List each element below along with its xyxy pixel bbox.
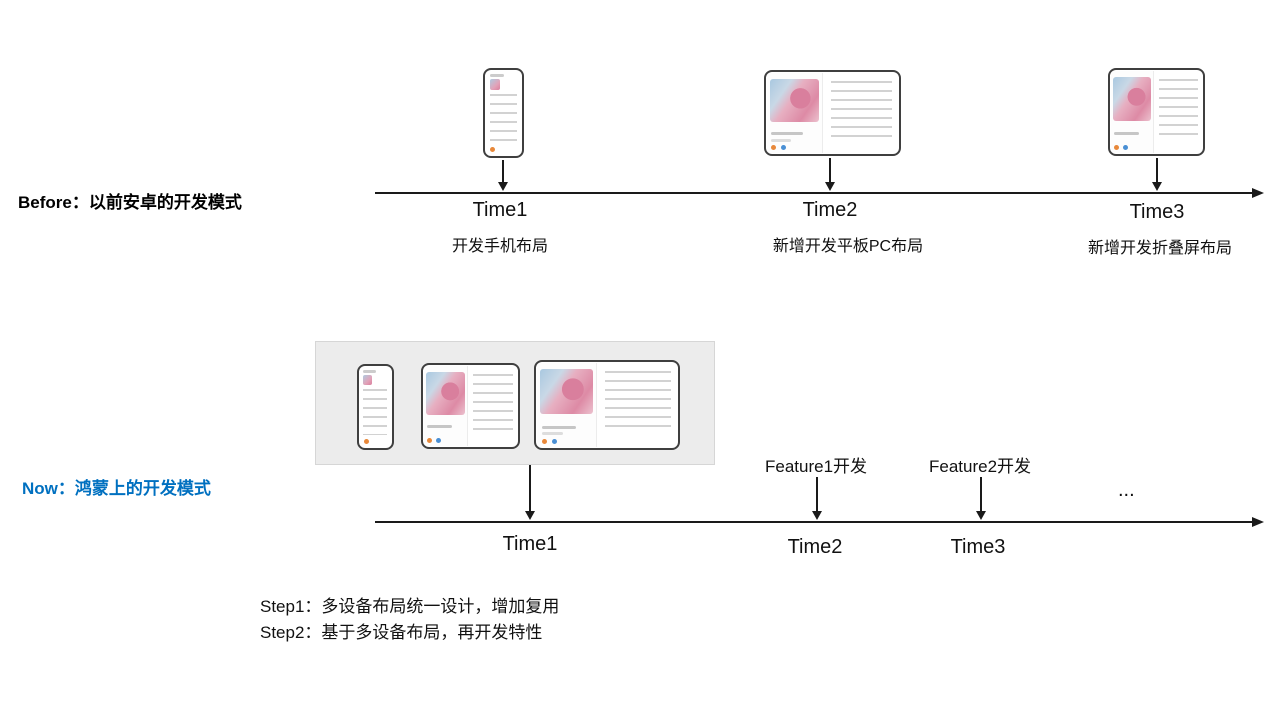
caption-line — [541, 425, 576, 429]
blue-dot-icon — [781, 144, 787, 150]
note-list-lines — [472, 374, 514, 434]
tablet-preview-pane — [767, 73, 823, 153]
arrow-panel-to-time1 — [525, 465, 535, 520]
flower-image — [1113, 76, 1151, 121]
before-tablet-mockup — [764, 70, 901, 156]
note-list-lines — [1158, 79, 1199, 140]
arrow-foldable-to-time3 — [1152, 158, 1162, 191]
now-phone-mockup — [357, 364, 394, 450]
blue-dot-icon — [435, 437, 441, 443]
note-list-lines — [604, 371, 671, 434]
before-desc-3: 新增开发折叠屏布局 — [1087, 240, 1233, 257]
before-foldable-mockup — [1108, 68, 1205, 156]
orange-dot-icon — [490, 146, 496, 152]
caption-line-2 — [541, 432, 563, 436]
foldable-list-pane — [1152, 71, 1202, 153]
orange-dot-icon — [541, 438, 547, 444]
blue-dot-icon — [552, 438, 558, 444]
now-timeline — [375, 517, 1264, 527]
caption-line — [427, 425, 453, 429]
phone-titlebar — [489, 74, 505, 78]
before-time3-label: Time3 — [1129, 201, 1185, 223]
phone-note-thumbnail — [363, 375, 373, 386]
flower-image — [426, 371, 465, 415]
phone-note-thumbnail — [489, 79, 500, 91]
now-time2-label: Time2 — [787, 536, 843, 558]
now-section-label: Now：鸿蒙上的开发模式 — [22, 479, 211, 498]
foldable-screen — [1111, 71, 1202, 153]
before-time2-label: Time2 — [802, 199, 858, 221]
orange-dot-icon — [1114, 144, 1120, 150]
arrow-tablet-to-time2 — [825, 158, 835, 191]
orange-dot-icon — [363, 438, 369, 444]
arrow-phone-to-time1 — [498, 160, 508, 191]
orange-dot-icon — [427, 437, 433, 443]
caption-line — [771, 132, 804, 136]
tablet-screen — [767, 73, 898, 153]
before-desc-2: 新增开发平板PC布局 — [772, 238, 924, 255]
now-tablet-mockup — [534, 360, 680, 450]
foldable-preview-pane — [1111, 71, 1153, 153]
phone-screen — [486, 71, 521, 155]
timeline-arrowhead-icon — [1252, 188, 1264, 198]
ellipsis-label: ... — [1118, 479, 1135, 501]
foldable-list-pane — [466, 366, 517, 446]
now-time3-label: Time3 — [950, 536, 1006, 558]
before-desc-1: 开发手机布局 — [451, 238, 549, 255]
arrow-feature2-to-time3 — [976, 477, 986, 520]
flower-image — [769, 78, 820, 122]
now-time1-label: Time1 — [502, 533, 558, 555]
caption-line-2 — [771, 138, 792, 142]
before-section-label: Before：以前安卓的开发模式 — [18, 193, 242, 212]
feature1-label: Feature1开发 — [764, 457, 868, 476]
tablet-screen — [537, 363, 677, 447]
phone-note-list-lines — [489, 93, 517, 143]
timeline-arrowhead-icon — [1252, 517, 1264, 527]
foldable-screen — [424, 366, 517, 446]
before-timeline — [375, 188, 1264, 198]
tablet-list-pane — [822, 73, 898, 153]
step2-text: Step2：基于多设备布局，再开发特性 — [260, 623, 543, 642]
feature2-label: Feature2开发 — [928, 457, 1032, 476]
phone-titlebar — [363, 370, 377, 374]
phone-note-list-lines — [363, 388, 388, 435]
phone-screen — [360, 367, 391, 447]
step1-text: Step1：多设备布局统一设计，增加复用 — [260, 597, 560, 616]
caption-line — [1114, 131, 1139, 135]
tablet-list-pane — [595, 363, 677, 447]
foldable-preview-pane — [424, 366, 467, 446]
orange-dot-icon — [771, 144, 777, 150]
tablet-preview-pane — [537, 363, 596, 447]
now-foldable-mockup — [421, 363, 520, 449]
before-time1-label: Time1 — [472, 199, 528, 221]
blue-dot-icon — [1122, 144, 1128, 150]
before-phone-mockup — [483, 68, 524, 158]
flower-image — [539, 368, 593, 415]
arrow-feature1-to-time2 — [812, 477, 822, 520]
note-list-lines — [830, 81, 893, 141]
